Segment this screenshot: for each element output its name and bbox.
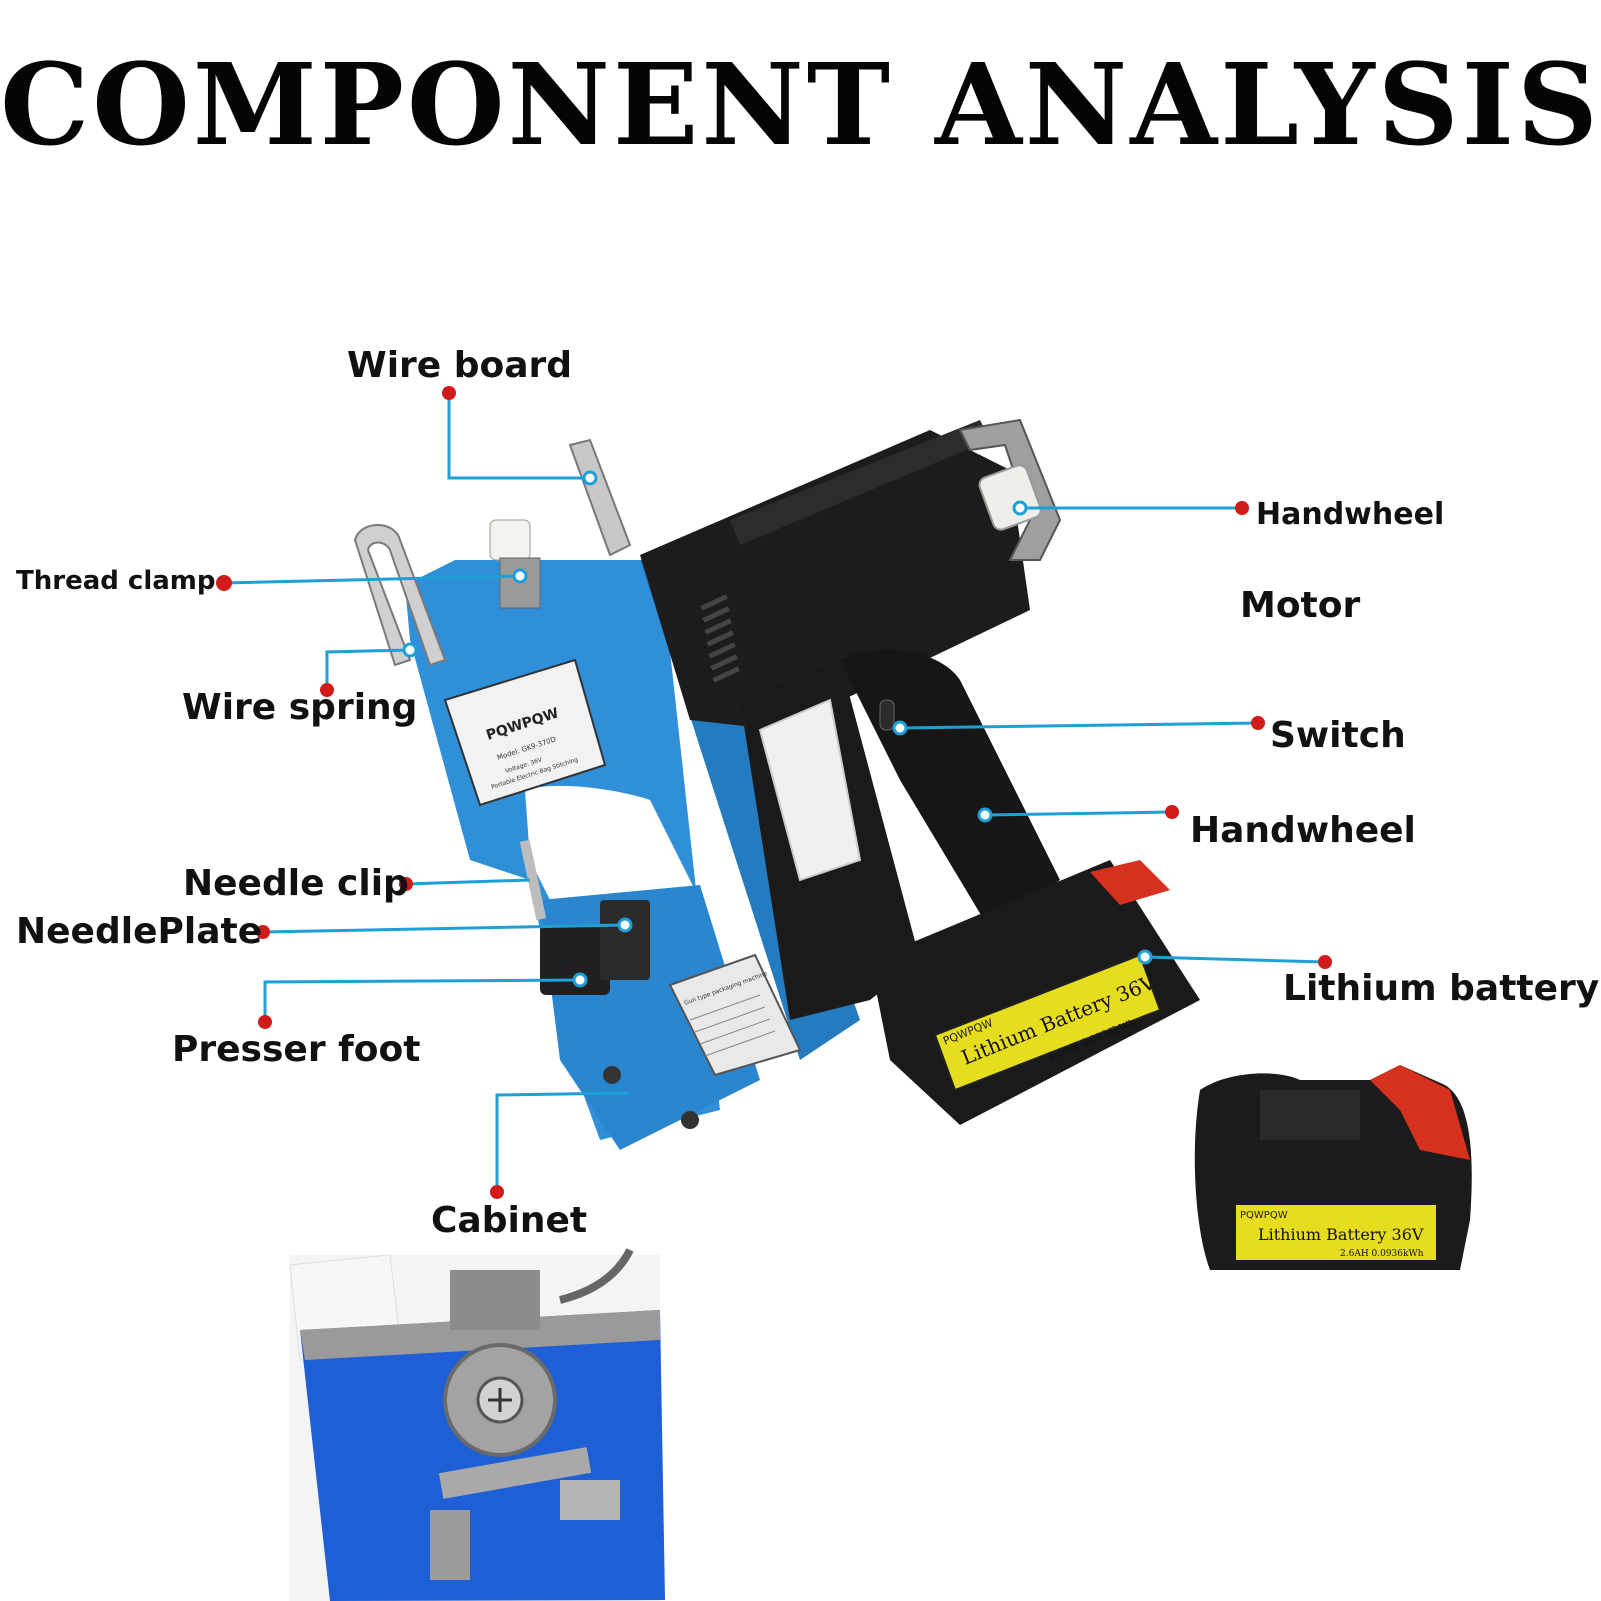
label-needle-plate: NeedlePlate: [16, 911, 263, 952]
leader-cabinet: [495, 1091, 629, 1192]
leader-switch: [899, 721, 1259, 730]
presser-foot-part: [540, 925, 610, 995]
leader-lines: [223, 393, 1326, 1192]
motor-vent: [700, 594, 740, 683]
label-wire-board: Wire board: [347, 345, 573, 386]
handwheel-bracket: [958, 418, 1062, 561]
leader-wire-spring: [325, 648, 411, 690]
leader-lithium-battery: [1144, 955, 1326, 964]
label-lithium-battery: Lithium battery: [1283, 968, 1600, 1009]
spare-battery-brand: PQWPQW: [1240, 1210, 1288, 1221]
label-wire-spring: Wire spring: [182, 687, 418, 728]
spare-battery: PQWPQW Lithium Battery 36V 2.6AH 0.0936k…: [1194, 1065, 1472, 1270]
pistol-grip: [840, 649, 1060, 930]
label-switch: Switch: [1270, 715, 1406, 756]
mounted-battery: PQWPQW Lithium Battery 36V 2.6AH 0.0936k…: [870, 860, 1200, 1125]
needle-plate-part: [600, 900, 650, 980]
warning-plate: Gun type packaging machine: [668, 953, 802, 1077]
cabinet-screw: [603, 1066, 621, 1084]
label-presser-foot: Presser foot: [172, 1029, 421, 1070]
leader-thread-clamp: [223, 574, 521, 585]
cabinet-screw: [681, 1111, 699, 1129]
label-thread-clamp: Thread clamp: [16, 566, 216, 596]
leader-dots: [216, 386, 1332, 1199]
page-title: COMPONENT ANALYSIS: [0, 40, 1601, 171]
handwheel-top-part: [978, 464, 1042, 531]
leader-targets: [402, 470, 1153, 988]
wire-board-part: [568, 438, 632, 557]
label-needle-clip: Needle clip: [183, 863, 409, 904]
thread-clamp-part: [489, 519, 541, 609]
spare-battery-name: Lithium Battery 36V: [1258, 1225, 1424, 1244]
mechanism-inset: [289, 1248, 665, 1601]
label-motor: Motor: [1240, 585, 1361, 626]
motor-housing: [640, 418, 1062, 1020]
leader-needle-clip: [405, 878, 531, 886]
label-handwheel-top: Handwheel: [1256, 497, 1445, 532]
thread-spool: [758, 698, 862, 882]
switch-part: [879, 699, 895, 731]
leader-wire-board: [447, 393, 590, 480]
label-handwheel-grip: Handwheel: [1190, 810, 1416, 851]
spare-battery-spec: 2.6AH 0.0936kWh: [1340, 1249, 1424, 1259]
leader-needle-plate: [262, 923, 626, 934]
leader-presser-foot: [263, 978, 581, 1022]
needle-bar-part: [519, 839, 547, 921]
label-cabinet: Cabinet: [431, 1200, 588, 1241]
thread-guide-part: [353, 524, 447, 667]
leader-handwheel-grip: [984, 810, 1173, 817]
